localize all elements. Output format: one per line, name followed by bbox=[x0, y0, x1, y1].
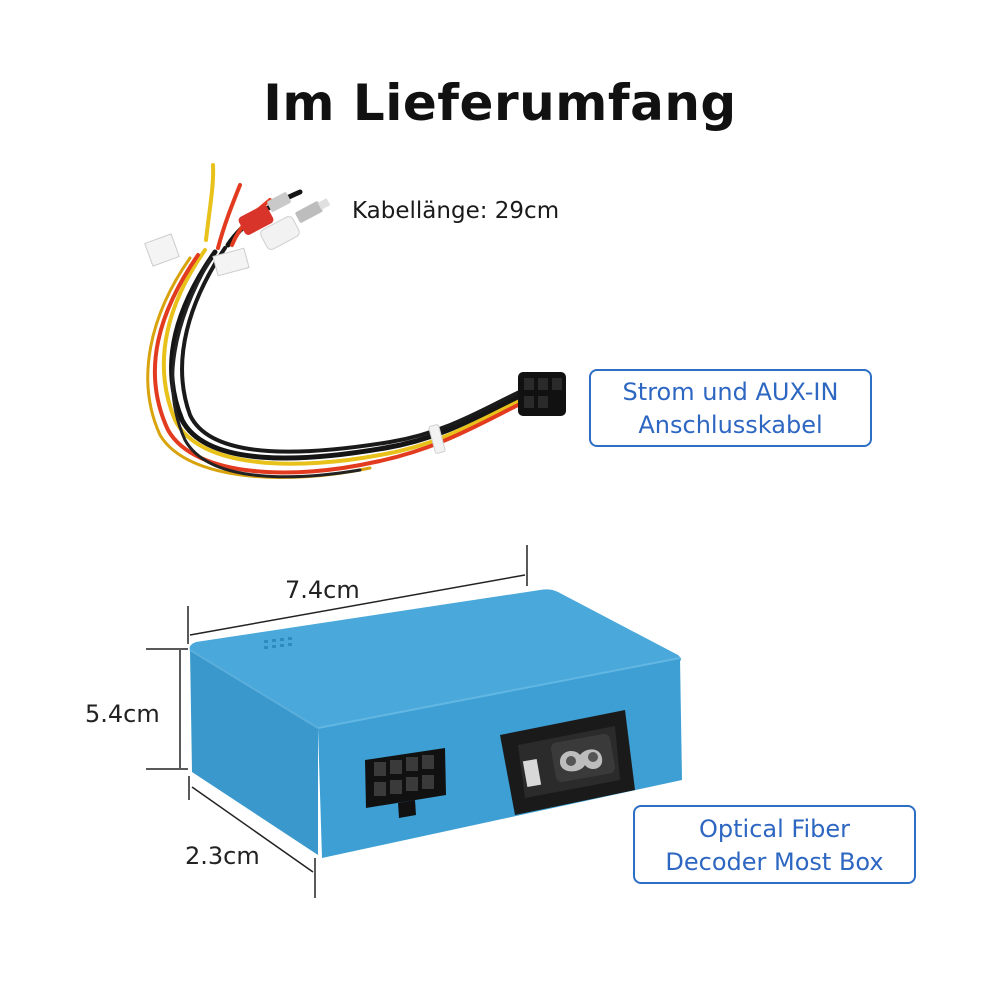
decoder-box bbox=[189, 589, 682, 858]
rca-plug-red bbox=[238, 192, 291, 235]
connector-8pin bbox=[518, 372, 566, 416]
optical-fiber-port bbox=[500, 710, 635, 815]
depth-dimension-label: 2.3cm bbox=[185, 842, 260, 870]
badge-line: Anschlusskabel bbox=[638, 411, 823, 439]
box-description-badge: Optical Fiber Decoder Most Box bbox=[633, 805, 916, 884]
power-aux-cable bbox=[146, 163, 526, 479]
pin-socket bbox=[365, 748, 446, 818]
dimension-lines bbox=[146, 545, 528, 898]
length-dimension-label: 7.4cm bbox=[285, 576, 360, 604]
cable-description-badge: Strom und AUX-IN Anschlusskabel bbox=[589, 369, 872, 447]
height-dimension-label: 5.4cm bbox=[85, 700, 160, 728]
cable-length-label: Kabellänge: 29cm bbox=[352, 198, 560, 224]
badge-line: Optical Fiber bbox=[699, 815, 850, 843]
wire-tag bbox=[212, 247, 250, 277]
cable-tie bbox=[428, 424, 446, 454]
wire-tag bbox=[144, 233, 180, 267]
rca-plug-white bbox=[260, 198, 331, 250]
page-title: Im Lieferumfang bbox=[263, 74, 737, 132]
badge-line: Strom und AUX-IN bbox=[622, 378, 839, 406]
badge-line: Decoder Most Box bbox=[665, 848, 884, 876]
